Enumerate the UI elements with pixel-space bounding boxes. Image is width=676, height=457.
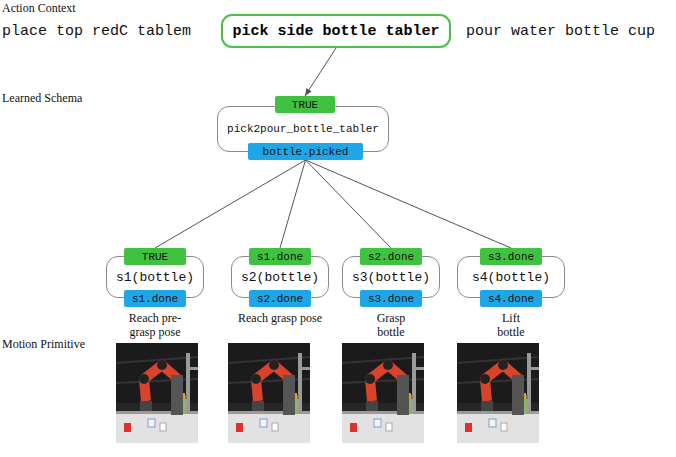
tree-connector [155,160,306,248]
section-label: Action Context [2,1,76,16]
node-text: s2.done [257,293,303,305]
node-text: bottle.picked [263,146,349,158]
precondition-tag: s3.done [480,248,542,265]
robot-photo [116,343,198,443]
node-text: TRUE [292,99,318,111]
precondition-tag: TRUE [124,248,186,265]
node-text: s2(bottle) [241,270,319,285]
step-caption: Lift bottle [489,312,533,340]
step-caption: Reach grasp pose [238,312,322,326]
robot-photo [342,343,424,443]
tree-connector [280,160,306,248]
node-text: pick2pour_bottle_tabler [227,123,379,135]
section-label: Learned Schema [2,91,82,106]
node-text: TRUE [142,251,168,263]
step-caption: Grasp bottle [366,312,416,340]
node-text: s3.done [368,293,414,305]
node-text: s2.done [368,251,414,263]
robot-photo [457,343,539,443]
node-text: s4.done [488,293,534,305]
node-text: s1(bottle) [116,270,194,285]
node-text: pick side bottle tabler [232,23,439,40]
context-action: pour water bottle cup [466,23,655,40]
step-caption: Reach pre-grasp pose [113,312,197,340]
context-action-box: pick side bottle tabler [221,14,451,48]
precondition-tag: s1.done [249,248,311,265]
tree-connector [306,160,512,248]
node-text: s4(bottle) [472,270,550,285]
robot-photo [228,343,310,443]
node-text: s1.done [257,251,303,263]
node-text: s3.done [488,251,534,263]
precondition-tag: s2.done [360,248,422,265]
postcondition-tag: s2.done [249,290,311,307]
postcondition-tag: s4.done [480,290,542,307]
postcondition-tag: bottle.picked [248,143,363,160]
node-text: s1.done [132,293,178,305]
postcondition-tag: s3.done [360,290,422,307]
tree-connector [305,48,336,96]
section-label: Motion Primitive [2,337,85,352]
context-action: place top redC tablem [2,23,191,40]
precondition-tag: TRUE [275,96,335,113]
postcondition-tag: s1.done [124,290,186,307]
tree-connector [306,160,392,248]
node-text: s3(bottle) [352,270,430,285]
